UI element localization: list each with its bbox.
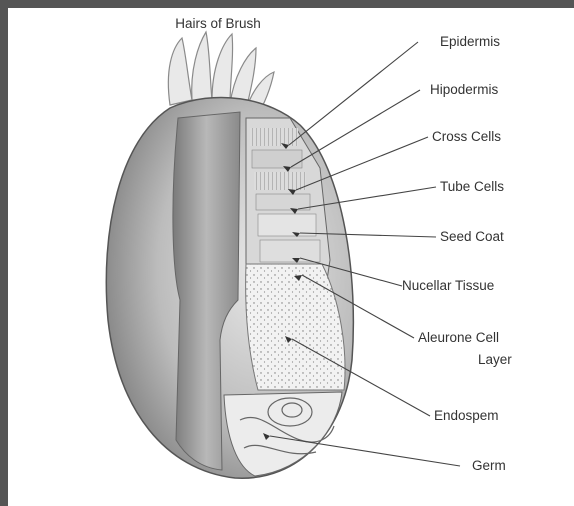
tube-cells-layer xyxy=(256,194,310,210)
label-nucellar-tissue: Nucellar Tissue xyxy=(402,278,494,293)
label-endosperm: Endospem xyxy=(434,408,499,423)
label-epidermis: Epidermis xyxy=(440,34,500,49)
label-cross-cells: Cross Cells xyxy=(432,129,501,144)
label-germ: Germ xyxy=(472,458,506,473)
label-aleurone-layer: Layer xyxy=(478,352,512,367)
endosperm-region xyxy=(246,264,345,390)
nucellar-tissue-layer xyxy=(260,240,320,262)
label-hairs-of-brush: Hairs of Brush xyxy=(175,16,261,31)
label-hipodermis: Hipodermis xyxy=(430,82,499,97)
germ-region xyxy=(224,392,342,476)
label-seed-coat: Seed Coat xyxy=(440,229,504,244)
label-aleurone-cell: Aleurone Cell xyxy=(418,330,499,345)
label-tube-cells: Tube Cells xyxy=(440,179,504,194)
cross-cells-layer xyxy=(254,172,306,190)
